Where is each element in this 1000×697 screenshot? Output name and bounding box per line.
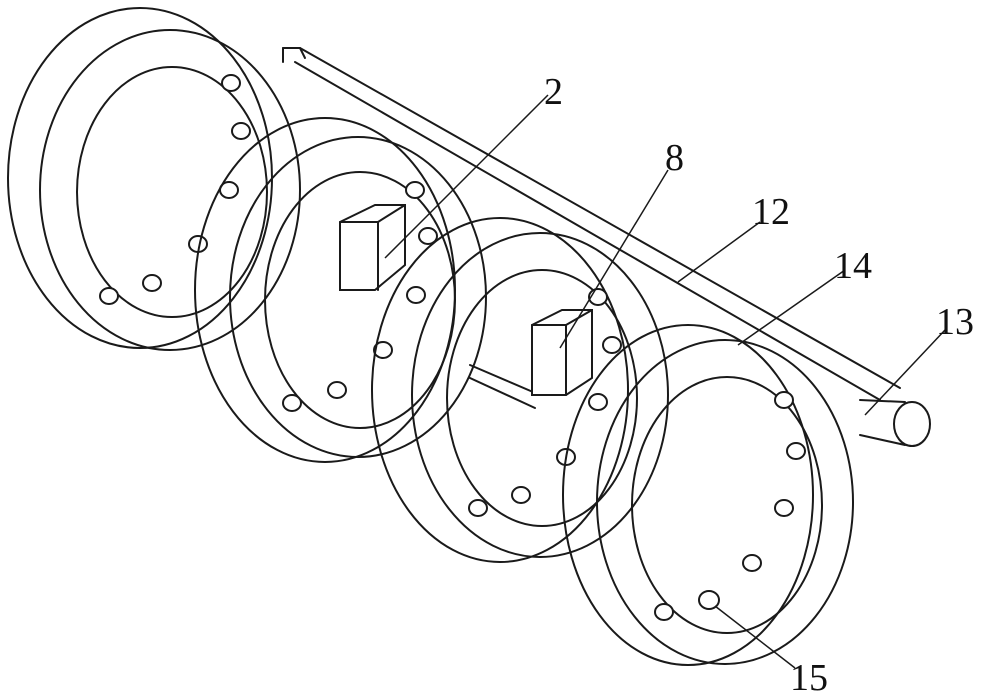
ring-4	[562, 324, 854, 666]
callout-14: 14	[834, 245, 872, 287]
callout-12: 12	[752, 191, 790, 233]
leader-15	[714, 605, 796, 669]
rod-13	[859, 399, 931, 447]
ring-3	[371, 217, 669, 563]
callout-13: 13	[936, 301, 974, 343]
leader-2	[384, 94, 549, 259]
ring-1	[7, 7, 301, 351]
ring-4-pegs	[654, 391, 806, 621]
leader-lines	[384, 94, 946, 669]
cross-bar	[469, 364, 541, 409]
ring-1-pegs	[99, 74, 251, 305]
callout-8: 8	[665, 137, 684, 179]
leader-14	[737, 269, 846, 346]
leader-13	[864, 329, 946, 416]
block-8	[531, 309, 593, 396]
callout-15: 15	[790, 657, 828, 697]
leader-12	[677, 221, 761, 283]
ring-2-pegs	[282, 181, 438, 412]
leader-8	[559, 169, 669, 349]
ring-2	[194, 117, 487, 463]
callout-labels: 2 8 12 14 13 15	[544, 71, 974, 697]
callout-2: 2	[544, 71, 563, 113]
frame-rail	[282, 47, 901, 401]
block-2	[339, 204, 406, 291]
